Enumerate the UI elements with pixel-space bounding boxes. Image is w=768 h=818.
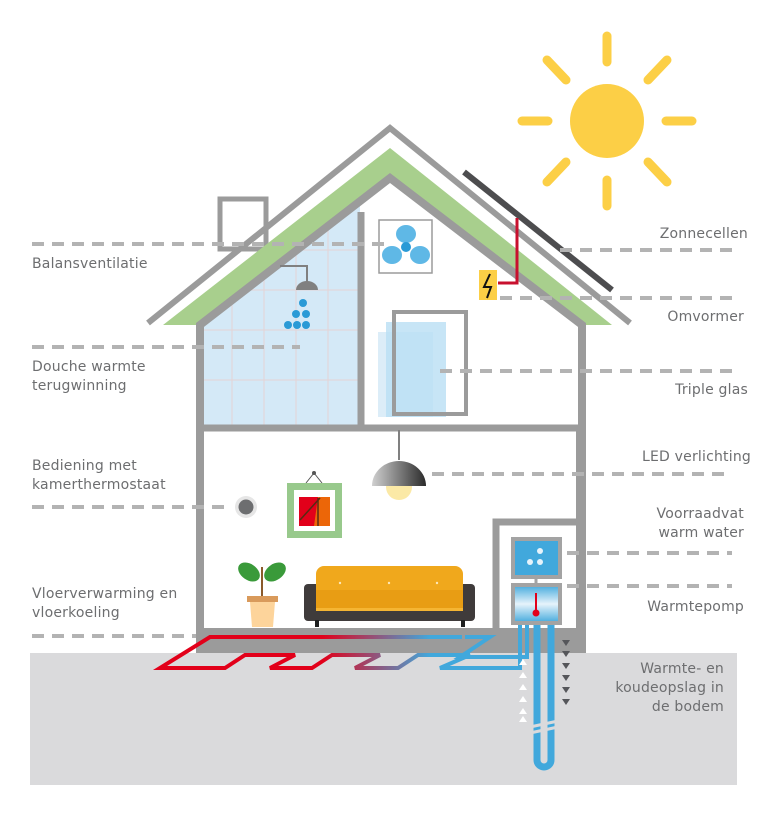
roof-outer — [146, 124, 632, 326]
painting-icon — [287, 471, 342, 538]
inverter-icon — [479, 270, 497, 300]
water-tank-icon — [511, 537, 562, 579]
label-vloerverwarming: Vloerverwarming en vloerkoeling — [32, 586, 178, 621]
utility-room — [492, 518, 577, 632]
thermostat-icon — [235, 496, 257, 518]
label-omvormer: Omvormer — [667, 309, 744, 325]
shower-icon — [280, 265, 318, 329]
ventilation-fan-icon — [378, 219, 433, 274]
label-warmte-koudeopslag: Warmte- en koudeopslag in de bodem — [615, 661, 724, 715]
lamp-icon — [372, 430, 426, 500]
label-bediening-kamerthermostaat: Bediening met kamerthermostaat — [32, 458, 166, 493]
sun-icon — [517, 31, 697, 211]
label-warmtepomp: Warmtepomp — [647, 599, 744, 615]
label-balansventilatie: Balansventilatie — [32, 256, 148, 272]
heat-flow-arrows-up — [519, 659, 527, 722]
roof-insulation — [163, 148, 612, 325]
leader-lines — [32, 242, 732, 638]
window-icon — [378, 310, 468, 417]
label-douche-warmte-terugwinning: Douche warmte terugwinning — [32, 359, 146, 394]
ground-loop-icon — [529, 625, 559, 771]
label-triple-glas: Triple glas — [675, 382, 748, 398]
heat-pump-icon — [511, 583, 562, 625]
label-voorraadvat-warm-water: Voorraadvat warm water — [656, 506, 744, 541]
ground — [30, 653, 737, 785]
bathroom-glass — [200, 200, 360, 425]
solar-panel-icon — [462, 169, 614, 293]
chimney — [217, 196, 269, 252]
label-zonnecellen: Zonnecellen — [659, 226, 748, 242]
label-led-verlichting: LED verlichting — [641, 449, 751, 465]
sofa-icon — [304, 566, 475, 627]
solar-cable — [498, 218, 519, 285]
floor-heating-pipes — [152, 625, 522, 670]
plant-icon — [238, 562, 286, 627]
cold-flow-arrows-down — [562, 640, 570, 705]
